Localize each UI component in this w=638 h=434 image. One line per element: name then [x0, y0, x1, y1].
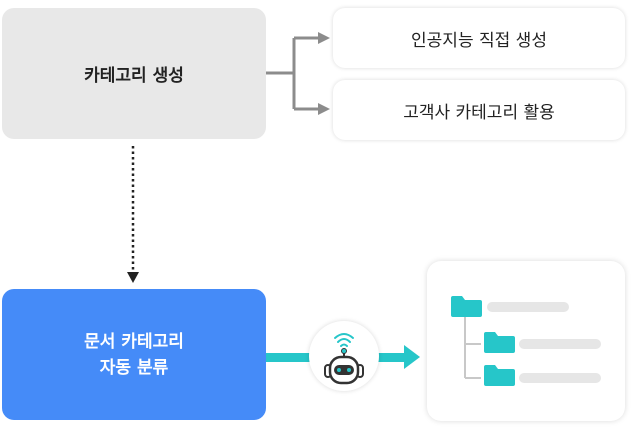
option-client-categories: 고객사 카테고리 활용 — [333, 80, 625, 140]
option-label: 고객사 카테고리 활용 — [403, 102, 555, 123]
branch-connector — [266, 36, 318, 111]
category-tree-card — [427, 261, 625, 421]
folder-icon-child — [484, 332, 515, 353]
teal-connector-left — [266, 353, 312, 362]
placeholder-bar — [519, 339, 601, 349]
folder-tree-icon — [451, 296, 601, 386]
robot-icon — [324, 333, 364, 385]
placeholder-bar — [487, 302, 569, 312]
wifi-icon — [334, 333, 354, 347]
tree-lines — [464, 316, 481, 379]
arrow-down — [127, 272, 139, 283]
folder-icon-root — [451, 296, 482, 317]
placeholder-bar — [519, 373, 601, 383]
auto-classification-line2: 자동 분류 — [99, 357, 169, 378]
option-ai-direct-generation: 인공지능 직접 생성 — [333, 8, 625, 68]
category-generation-label: 카테고리 생성 — [84, 66, 184, 86]
folder-icon-child — [484, 365, 515, 386]
teal-arrow-head — [404, 345, 420, 369]
option-label: 인공지능 직접 생성 — [411, 30, 547, 51]
robot-badge — [309, 321, 379, 391]
arrow-to-option-2 — [318, 103, 330, 115]
arrow-to-option-1 — [318, 32, 330, 44]
auto-classification-box: 문서 카테고리 자동 분류 — [2, 289, 266, 420]
teal-connector-right — [378, 353, 406, 362]
category-generation-box: 카테고리 생성 — [2, 8, 266, 139]
auto-classification-line1: 문서 카테고리 — [84, 331, 184, 352]
